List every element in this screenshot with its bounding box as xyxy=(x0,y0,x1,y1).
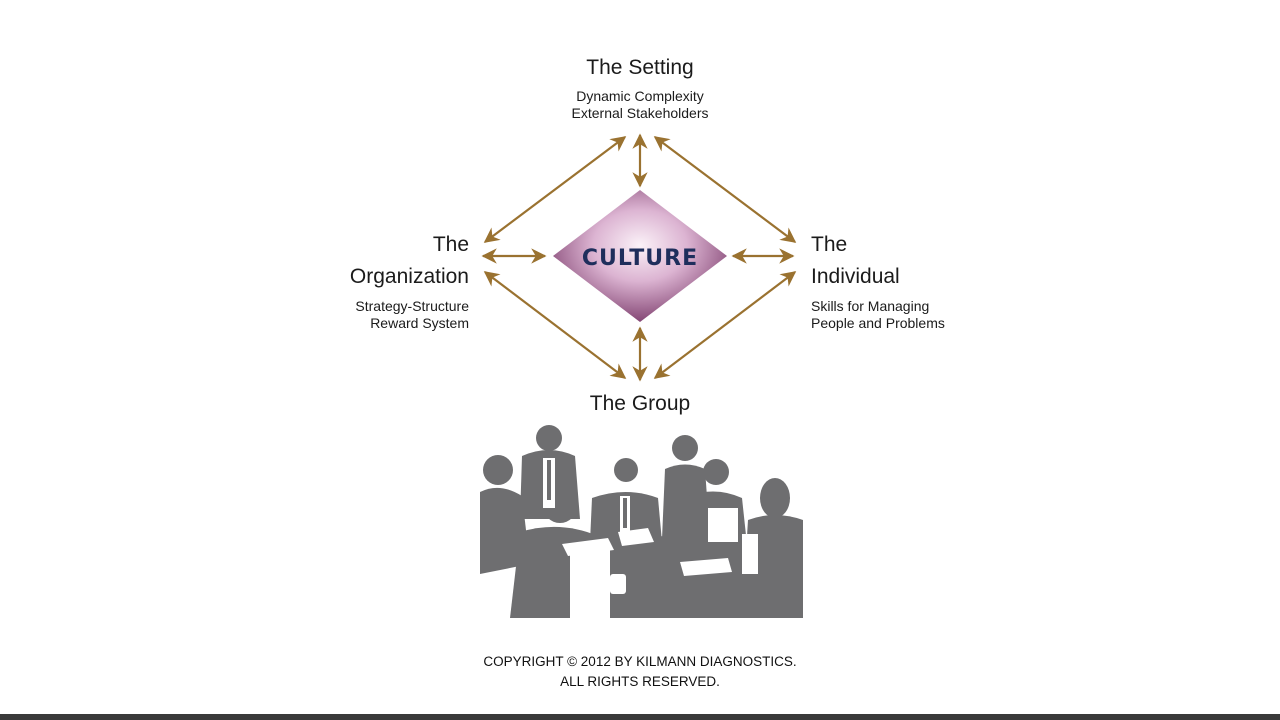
node-setting: The Setting Dynamic Complexity External … xyxy=(490,57,790,122)
organization-title-line-2: Organization xyxy=(349,265,469,288)
individual-line-2: People and Problems xyxy=(811,315,945,331)
individual-title-line-2: Individual xyxy=(811,265,900,288)
node-group: The Group xyxy=(490,393,790,415)
copyright-notice: COPYRIGHT © 2012 BY KILMANN DIAGNOSTICS.… xyxy=(380,652,900,692)
setting-line-1: Dynamic Complexity xyxy=(576,88,704,104)
organization-title-line-1: The xyxy=(432,233,469,256)
copyright-line-2: ALL RIGHTS RESERVED. xyxy=(560,674,720,689)
node-organization: The Organization Strategy-Structure Rewa… xyxy=(300,234,469,332)
individual-line-1: Skills for Managing xyxy=(811,298,930,314)
group-meeting-illustration xyxy=(480,424,803,618)
culture-label: CULTURE xyxy=(582,246,698,271)
individual-title-line-1: The xyxy=(811,233,848,256)
node-individual: The Individual Skills for Managing Peopl… xyxy=(811,234,1051,332)
group-title: The Group xyxy=(589,392,691,415)
arrow-setting-organization xyxy=(483,136,627,243)
setting-line-2: External Stakeholders xyxy=(571,105,709,121)
arrow-setting-individual xyxy=(653,136,797,243)
organization-line-2: Reward System xyxy=(370,315,469,331)
organization-line-1: Strategy-Structure xyxy=(355,298,469,314)
setting-title: The Setting xyxy=(586,56,694,79)
bottom-bar xyxy=(0,714,1280,720)
arrow-individual-group xyxy=(653,271,797,379)
copyright-line-1: COPYRIGHT © 2012 BY KILMANN DIAGNOSTICS. xyxy=(483,654,797,669)
arrow-organization-group xyxy=(483,271,627,379)
